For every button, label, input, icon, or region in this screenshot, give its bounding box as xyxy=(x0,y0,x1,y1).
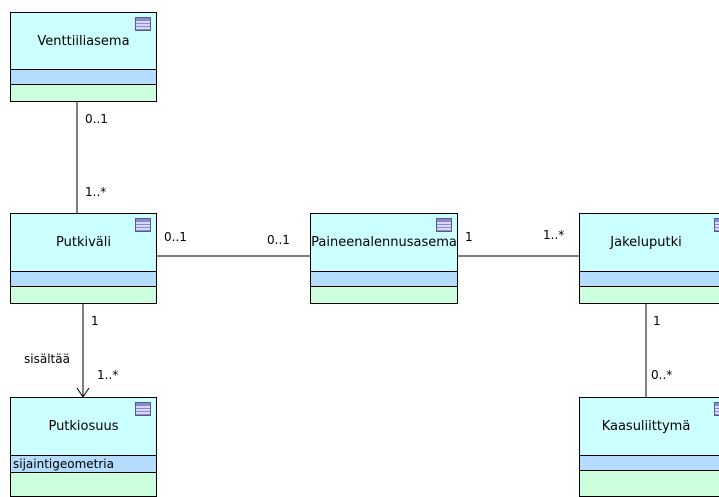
class-name: Putkiosuus xyxy=(48,419,119,434)
class-icon xyxy=(436,218,452,232)
class-icon xyxy=(135,218,151,232)
operation-compartment xyxy=(11,472,156,496)
attribute-sijaintigeometria: sijaintigeometria xyxy=(11,455,156,474)
multiplicity-label: 1 xyxy=(653,314,661,328)
class-putkiosuus[interactable]: Putkiosuus sijaintigeometria xyxy=(10,397,157,497)
class-icon xyxy=(714,402,719,416)
operation-compartment xyxy=(11,84,156,101)
class-jakeluputki[interactable]: Jakeluputki xyxy=(579,213,719,304)
class-paineenalennusasema[interactable]: Paineenalennusasema xyxy=(310,213,458,304)
operation-compartment xyxy=(11,286,156,303)
class-icon xyxy=(135,17,151,31)
multiplicity-label: 1 xyxy=(465,230,473,244)
class-putkivali[interactable]: Putkiväli xyxy=(10,213,157,304)
attribute-compartment xyxy=(311,271,457,288)
class-name: Putkiväli xyxy=(56,235,111,250)
class-icon xyxy=(135,402,151,416)
multiplicity-label: 0..1 xyxy=(85,112,108,126)
multiplicity-label: 0..1 xyxy=(164,230,187,244)
multiplicity-label: 0..* xyxy=(651,368,673,382)
operation-compartment xyxy=(580,286,719,303)
multiplicity-label: 1 xyxy=(91,314,99,328)
multiplicity-label: 0..1 xyxy=(267,233,290,247)
class-venttiiliasema[interactable]: Venttiiliasema xyxy=(10,12,157,102)
role-label: sisältää xyxy=(24,352,70,366)
attribute-compartment xyxy=(580,455,719,472)
operation-compartment xyxy=(311,286,457,303)
attribute-compartment xyxy=(11,69,156,86)
class-icon xyxy=(714,218,719,232)
attribute-compartment xyxy=(11,271,156,288)
multiplicity-label: 1..* xyxy=(85,185,107,199)
attribute-compartment xyxy=(580,271,719,288)
class-name: Kaasuliittymä xyxy=(601,419,691,434)
class-kaasuliittyma[interactable]: Kaasuliittymä xyxy=(579,397,719,497)
multiplicity-label: 1..* xyxy=(97,368,119,382)
class-name: Paineenalennusasema xyxy=(311,235,457,250)
multiplicity-label: 1..* xyxy=(543,228,565,242)
class-name: Venttiiliasema xyxy=(37,33,130,49)
operation-compartment xyxy=(580,470,719,496)
class-name: Jakeluputki xyxy=(610,235,682,250)
